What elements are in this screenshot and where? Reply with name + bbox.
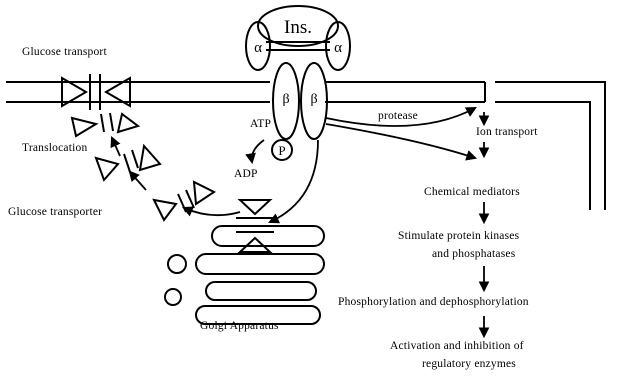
protease-label: protease	[378, 110, 418, 122]
translocating-transporters	[72, 113, 214, 220]
glucose-transport-label: Glucose transport	[22, 46, 107, 58]
ion-transport-label: Ion transport	[476, 126, 538, 138]
glucose-transporter-label: Glucose transporter	[8, 206, 102, 218]
cascade-step-phosphatases: and phosphatases	[432, 248, 515, 260]
cascade-step-chemical-mediators: Chemical mediators	[424, 186, 520, 198]
alpha-right-label: α	[334, 40, 342, 56]
cascade-step-activation: Activation and inhibition of	[390, 340, 524, 352]
golgi-apparatus-label: Golgi Apparatus	[200, 320, 279, 332]
cascade-step-stimulate-kinases: Stimulate protein kinases	[398, 230, 519, 242]
membrane-glucose-transporter	[62, 74, 130, 110]
insulin-ligand-label: Ins.	[284, 17, 312, 38]
atp-label: ATP	[250, 118, 271, 130]
cascade-step-regulatory-enzymes: regulatory enzymes	[422, 358, 516, 370]
phosphate-label: P	[278, 143, 285, 158]
adp-label: ADP	[234, 168, 258, 180]
translocation-label: Translocation	[22, 142, 87, 154]
cascade-step-phosphorylation: Phosphorylation and dephosphorylation	[338, 296, 529, 308]
golgi-apparatus	[165, 226, 324, 324]
beta-right-label: β	[310, 92, 317, 107]
alpha-left-label: α	[254, 40, 262, 56]
beta-left-label: β	[282, 92, 289, 107]
